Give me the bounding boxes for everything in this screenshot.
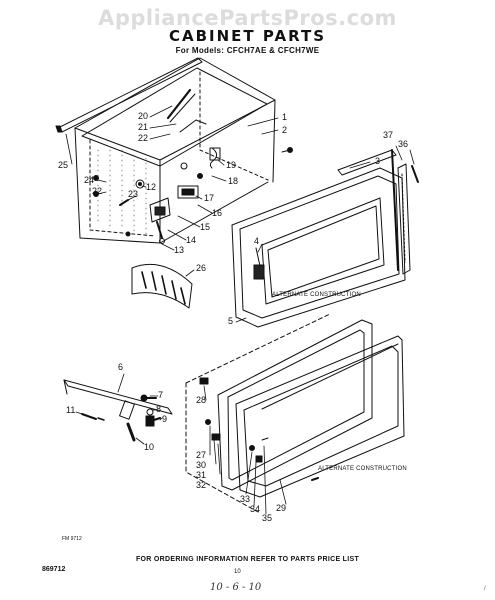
callout-19: 19 [226,160,237,170]
callout-37: 37 [383,130,394,140]
door-gasket-3 [337,149,399,271]
callout-31: 31 [196,470,207,480]
callout-13: 13 [174,245,185,255]
callout-35: 35 [262,513,273,523]
door-handle-6 [63,379,173,415]
callout-33: 33 [240,494,251,504]
door-outer-frame [185,313,331,513]
trim-strip-25 [55,57,203,133]
site-watermark: AppliancePartsPros.com [98,6,397,30]
alt-construction-note-upper: ALTERNATE CONSTRUCTION [272,292,361,298]
callout-28: 28 [196,395,207,405]
callout-25: 25 [58,160,69,170]
callout-12: 12 [146,182,157,192]
callout-15: 15 [200,222,211,232]
callout-1: 1 [282,112,288,122]
door-hardware [199,377,319,481]
callout-10: 10 [144,442,155,452]
callout-8: 8 [156,404,162,414]
callout-5: 5 [228,316,234,326]
callout-9: 9 [162,414,168,424]
callout-7: 7 [158,390,164,400]
callout-20: 20 [138,111,149,121]
callout-27: 27 [196,450,207,460]
callout-21: 21 [138,122,149,132]
page-number: 10 [234,569,241,575]
hinge-bar-37 [397,163,411,275]
callout-34: 34 [250,504,261,514]
callout-30: 30 [196,460,207,470]
latch-4 [253,247,265,280]
callout-36: 36 [398,139,409,149]
callout-3: 3 [375,156,381,166]
callout-29: 29 [276,503,287,513]
callout-leaders [65,105,415,515]
screw-36 [411,165,419,183]
callout-22-upper: 22 [138,133,149,143]
document-code: 869712 [42,566,66,573]
door-liner-frame [231,167,406,328]
callout-14: 14 [186,235,197,245]
corner-mark: / [484,586,486,592]
callout-26: 26 [196,263,207,273]
handwritten-date: 10 - 6 - 10 [210,582,262,593]
hinge-rod-20 [166,88,196,123]
diagram-title: CABINET PARTS [168,27,327,45]
callout-23: 23 [128,189,139,199]
ordering-info: FOR ORDERING INFORMATION REFER TO PARTS … [135,556,360,563]
callout-4: 4 [254,236,260,246]
callout-16: 16 [212,208,223,218]
vent-cover-26 [131,263,193,309]
callout-22-lower: 22 [92,186,103,196]
callout-2: 2 [282,125,288,135]
figure-tag: FM 9712 [62,536,82,542]
cabinet-box [74,57,276,244]
alt-construction-note-lower: ALTERNATE CONSTRUCTION [318,466,407,472]
callout-32: 32 [196,480,207,490]
callout-11: 11 [66,405,76,415]
callout-17: 17 [204,193,215,203]
callout-18: 18 [228,176,239,186]
model-subtitle: For Models: CFCH7AE & CFCH7WE [175,46,320,55]
callout-6: 6 [118,362,124,372]
thermostat-assembly [135,147,221,244]
callout-24: 24 [84,175,95,185]
door-panel-assembly [217,319,405,498]
bracket-21 [179,119,207,133]
handle-hardware [81,394,161,442]
